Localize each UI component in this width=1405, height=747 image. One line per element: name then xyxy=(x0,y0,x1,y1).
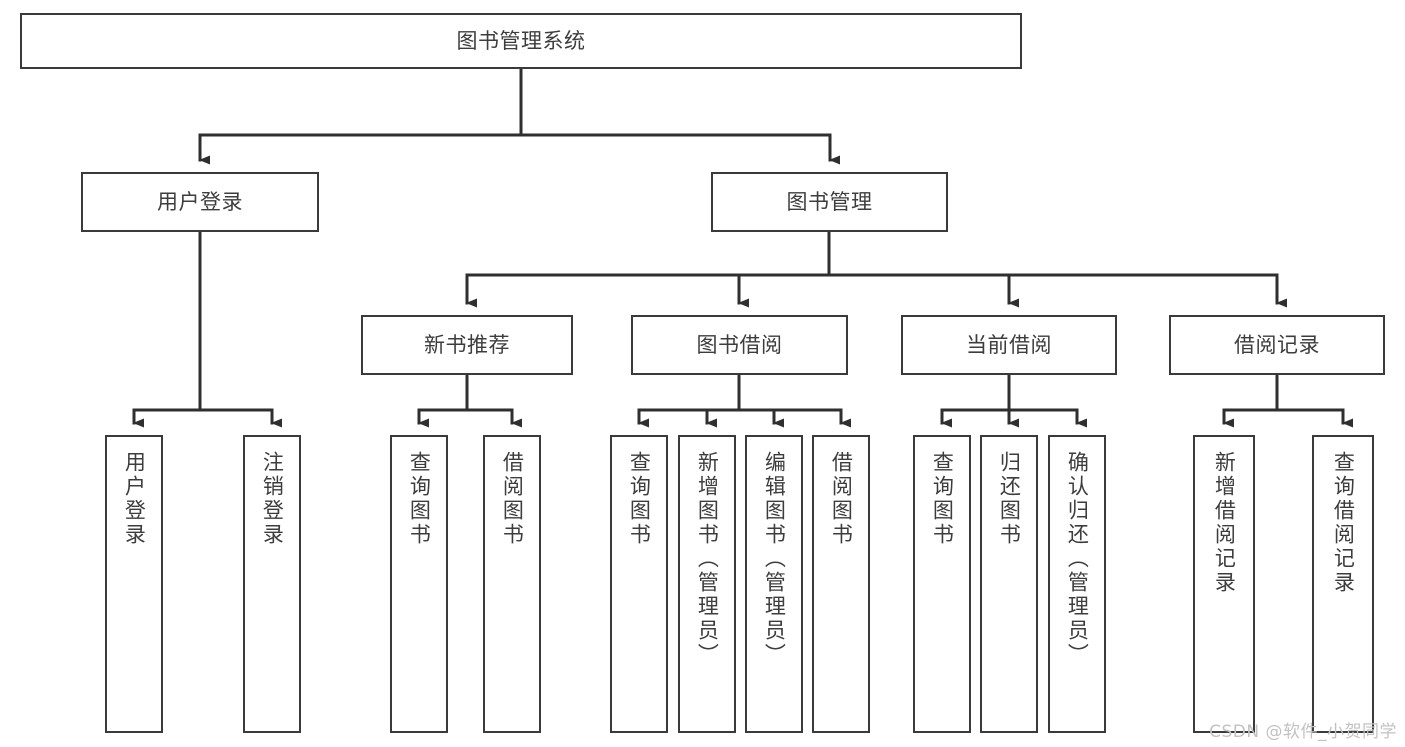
node-leaf-query-book-current[interactable]: 查询图书 xyxy=(913,435,971,733)
node-label-leaf-query-borrow-record: 查询借阅记录 xyxy=(1331,451,1356,595)
node-leaf-query-book-borrow[interactable]: 查询图书 xyxy=(610,435,668,733)
node-leaf-query-book-recommend[interactable]: 查询图书 xyxy=(390,435,448,733)
node-label-user-login: 用户登录 xyxy=(157,189,243,214)
node-label-leaf-add-borrow-record: 新增借阅记录 xyxy=(1212,451,1237,595)
node-leaf-confirm-return-admin[interactable]: 确认归还（管理员） xyxy=(1048,435,1106,733)
node-leaf-logout-login[interactable]: 注销登录 xyxy=(243,435,301,733)
node-leaf-user-login[interactable]: 用户登录 xyxy=(105,435,163,733)
node-label-leaf-user-login: 用户登录 xyxy=(122,451,147,547)
node-label-leaf-logout-login: 注销登录 xyxy=(260,451,285,547)
node-label-leaf-add-book-admin: 新增图书（管理员） xyxy=(695,451,720,667)
node-label-borrow-record: 借阅记录 xyxy=(1234,332,1320,357)
node-label-new-book-recommend: 新书推荐 xyxy=(424,332,510,357)
node-leaf-add-book-admin[interactable]: 新增图书（管理员） xyxy=(678,435,736,733)
node-label-leaf-edit-book-admin: 编辑图书（管理员） xyxy=(762,451,787,667)
node-label-leaf-return-book: 归还图书 xyxy=(997,451,1022,547)
node-current-borrow[interactable]: 当前借阅 xyxy=(901,315,1117,375)
node-leaf-borrow-book-recommend[interactable]: 借阅图书 xyxy=(483,435,541,733)
node-root[interactable]: 图书管理系统 xyxy=(20,13,1022,69)
node-label-leaf-borrow-book: 借阅图书 xyxy=(829,451,854,547)
node-leaf-query-borrow-record[interactable]: 查询借阅记录 xyxy=(1312,435,1374,733)
node-book-management[interactable]: 图书管理 xyxy=(711,172,948,232)
node-label-leaf-query-book-recommend: 查询图书 xyxy=(407,451,432,547)
node-label-book-management: 图书管理 xyxy=(786,189,873,214)
node-book-borrow[interactable]: 图书借阅 xyxy=(631,315,848,375)
node-user-login[interactable]: 用户登录 xyxy=(81,172,319,232)
node-leaf-return-book[interactable]: 归还图书 xyxy=(980,435,1038,733)
node-label-leaf-query-book-borrow: 查询图书 xyxy=(627,451,652,547)
node-label-leaf-query-book-current: 查询图书 xyxy=(930,451,955,547)
node-borrow-record[interactable]: 借阅记录 xyxy=(1169,315,1385,375)
node-new-book-recommend[interactable]: 新书推荐 xyxy=(361,315,573,375)
node-leaf-borrow-book[interactable]: 借阅图书 xyxy=(812,435,870,733)
node-label-leaf-confirm-return-admin: 确认归还（管理员） xyxy=(1065,451,1090,667)
watermark-text: CSDN @软件_小贺同学 xyxy=(1209,722,1397,742)
node-label-book-borrow: 图书借阅 xyxy=(696,332,783,357)
node-label-root: 图书管理系统 xyxy=(456,28,586,53)
node-leaf-add-borrow-record[interactable]: 新增借阅记录 xyxy=(1193,435,1255,733)
node-label-leaf-borrow-book-recommend: 借阅图书 xyxy=(500,451,525,547)
node-label-current-borrow: 当前借阅 xyxy=(966,332,1052,357)
node-leaf-edit-book-admin[interactable]: 编辑图书（管理员） xyxy=(745,435,803,733)
